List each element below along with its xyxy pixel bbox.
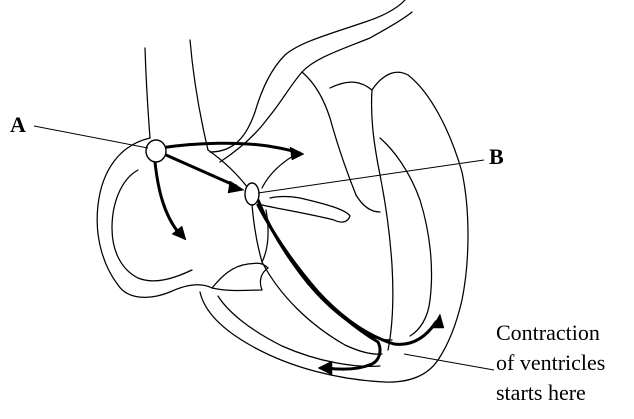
arrow-left-atrium [290,147,304,160]
sa-to-right-atrium-path [155,162,178,232]
aorta-inner-wall [220,12,412,162]
left-ventricle-chamber [372,90,393,350]
caption-line-2: of ventricles [496,348,632,378]
septum-left-edge [252,205,262,262]
aorta-outer-wall [210,0,405,152]
bundle-of-his-right [258,205,436,344]
caption-line-1: Contraction [496,318,632,348]
tricuspid-valve [212,263,268,290]
arrow-av-node [228,181,244,193]
ventricular-septum-right [282,245,392,340]
left-atrium-flap [262,197,350,223]
left-atrium-right-wall [356,195,380,212]
av-node [245,183,259,205]
leader-line-caption [404,354,494,370]
ventricular-septum-left [262,262,382,354]
left-ventricle-inner [380,138,432,336]
caption-line-3: starts here [496,378,632,408]
heart-outline [97,0,468,382]
sa-to-av-path [166,155,236,186]
sa-node [146,140,166,162]
ventricle-contraction-caption: Contraction of ventricles starts here [496,318,632,408]
conduction-pathways [155,143,436,369]
arrow-left-ventricle-apex [432,314,444,328]
label-b: B [489,146,504,168]
arrowheads [172,147,444,375]
label-a: A [10,114,26,136]
leader-line-b [258,160,484,193]
right-atrium-inner [112,170,192,281]
vena-cava-left-wall [145,48,150,138]
pulmonary-outflow-upper [330,82,372,90]
right-ventricle-inner [218,296,380,366]
vena-cava-right-wall [190,40,208,150]
leader-line-a [34,126,148,148]
pulmonary-outflow-lower [302,72,356,195]
